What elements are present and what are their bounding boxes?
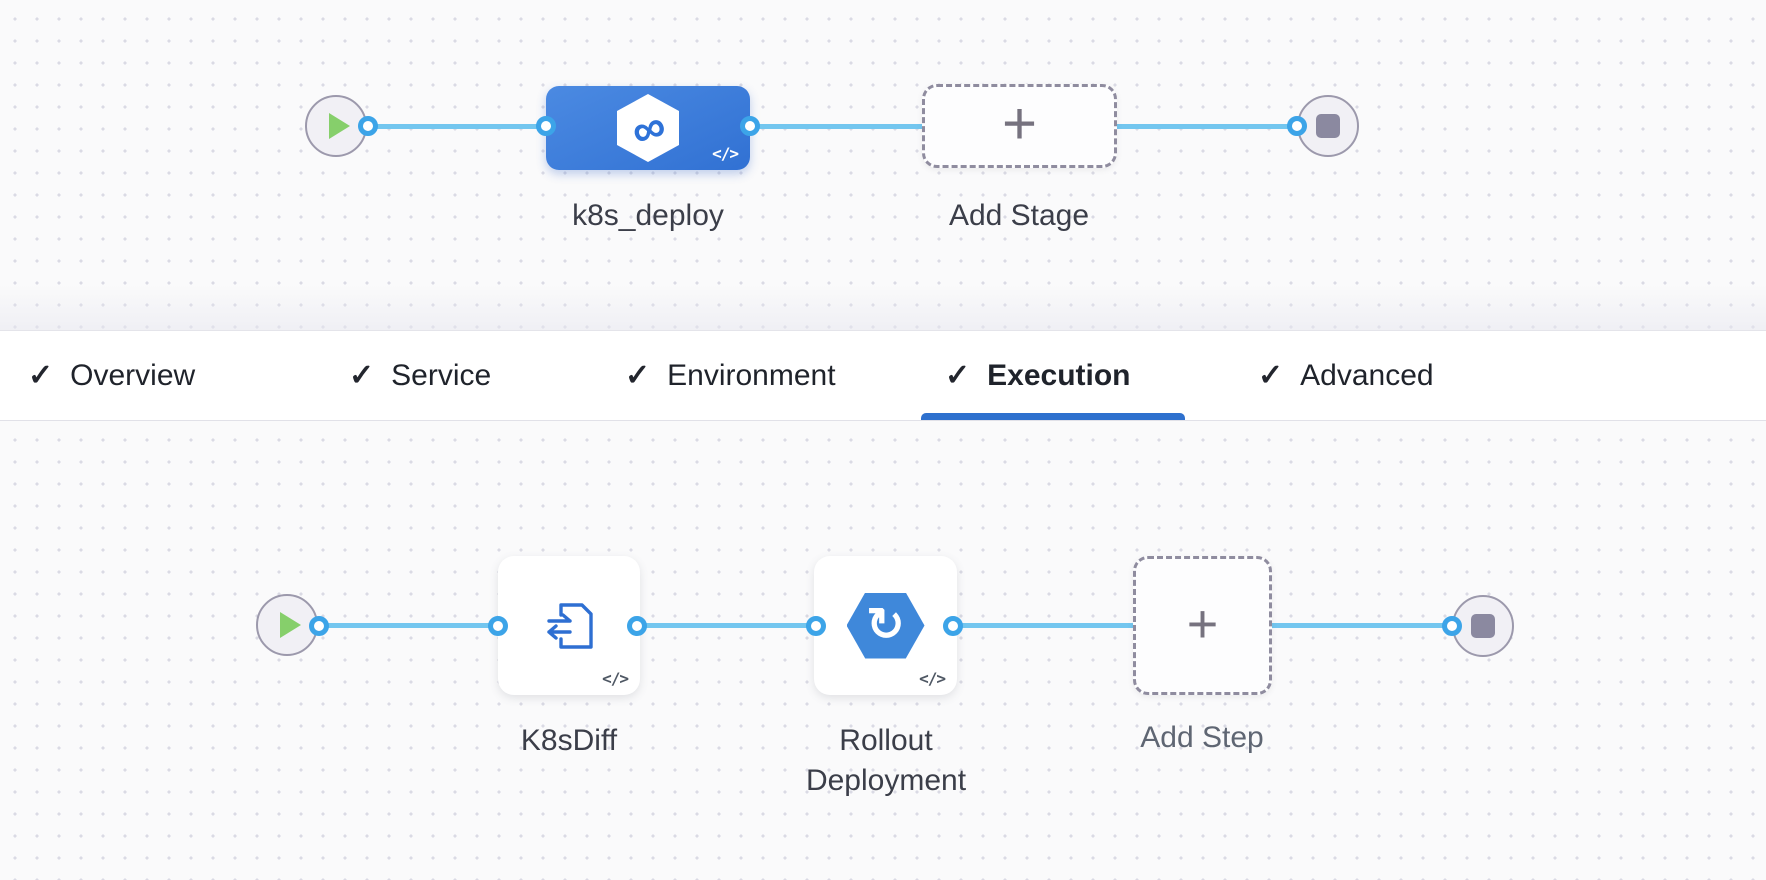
- port-k8sdiff-out[interactable]: [627, 616, 647, 636]
- check-icon: ✓: [1258, 359, 1284, 392]
- stop-icon: [1316, 114, 1340, 138]
- port-rollout-in[interactable]: [806, 616, 826, 636]
- pipeline-start-node: [305, 95, 367, 157]
- tab-advanced[interactable]: ✓ Advanced: [1258, 331, 1434, 420]
- port-start-out[interactable]: [309, 616, 329, 636]
- tab-label: Execution: [987, 358, 1131, 392]
- code-badge-icon: </>: [602, 669, 629, 688]
- step-node-k8sdiff[interactable]: </>: [498, 556, 640, 695]
- tab-overview[interactable]: ✓ Overview: [28, 331, 195, 420]
- execution-start-node: [256, 594, 318, 656]
- tab-service[interactable]: ✓ Service: [349, 331, 491, 420]
- tab-environment[interactable]: ✓ Environment: [625, 331, 836, 420]
- tab-execution[interactable]: ✓ Execution: [945, 331, 1131, 420]
- stage-label: k8s_deploy: [572, 199, 724, 232]
- check-icon: ✓: [349, 359, 375, 392]
- active-tab-underline: [921, 413, 1185, 420]
- add-stage-button[interactable]: +: [922, 84, 1117, 168]
- stage-canvas: ∞ </> + k8s_deploy Add Stage: [0, 0, 1766, 331]
- code-badge-icon: </>: [919, 669, 946, 688]
- tab-label: Environment: [667, 358, 836, 392]
- execution-canvas: </> ↻ </> + K8sDiff Rollout Deployment A…: [0, 421, 1766, 880]
- add-stage-label: Add Stage: [948, 199, 1090, 232]
- port-rollout-out[interactable]: [943, 616, 963, 636]
- tab-label: Overview: [70, 358, 196, 392]
- file-diff-icon: [547, 602, 593, 649]
- check-icon: ✓: [945, 359, 971, 392]
- port-start-out[interactable]: [358, 116, 378, 136]
- harness-hexagon-icon: ∞: [617, 94, 679, 162]
- add-step-button[interactable]: +: [1133, 556, 1272, 695]
- port-end-in[interactable]: [1442, 616, 1462, 636]
- port-stage-in[interactable]: [536, 116, 556, 136]
- plus-icon: +: [1001, 90, 1038, 157]
- code-badge-icon: </>: [712, 144, 739, 163]
- stage-config-tabs: ✓ Overview ✓ Service ✓ Environment ✓ Exe…: [0, 331, 1766, 421]
- step-label-k8sdiff: K8sDiff: [520, 724, 618, 757]
- tab-label: Advanced: [1300, 358, 1434, 392]
- play-icon: [279, 612, 301, 638]
- check-icon: ✓: [28, 359, 54, 392]
- check-icon: ✓: [625, 359, 651, 392]
- port-end-in[interactable]: [1287, 116, 1307, 136]
- infinity-icon: ∞: [624, 98, 672, 158]
- execution-end-node: [1452, 595, 1514, 657]
- rollout-deployment-icon: ↻: [846, 592, 925, 659]
- stage-flow-line: [340, 124, 1330, 129]
- stop-icon: [1471, 614, 1495, 638]
- step-label-rollout-deployment: Rollout Deployment: [805, 724, 967, 797]
- port-stage-out[interactable]: [740, 116, 760, 136]
- refresh-arrow-icon: ↻: [866, 597, 905, 650]
- tab-label: Service: [391, 358, 492, 392]
- stage-node-k8s-deploy[interactable]: ∞ </>: [546, 86, 750, 170]
- add-step-label: Add Step: [1140, 721, 1264, 754]
- play-icon: [328, 113, 350, 139]
- step-node-rollout-deployment[interactable]: ↻ </>: [814, 556, 957, 695]
- port-k8sdiff-in[interactable]: [488, 616, 508, 636]
- plus-icon: +: [1186, 593, 1219, 654]
